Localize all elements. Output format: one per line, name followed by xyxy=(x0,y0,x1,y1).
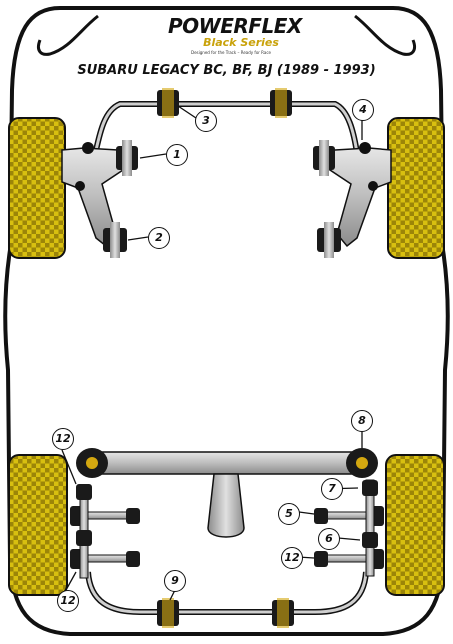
rear-subframe-center-mount xyxy=(207,473,245,538)
bonnet-curve-right xyxy=(354,14,417,56)
callout-7: 7 xyxy=(321,478,343,500)
front-right-droplink-top xyxy=(359,142,371,154)
bush-rear-arb-left xyxy=(157,598,179,628)
bonnet-curve-left xyxy=(36,14,99,56)
front-left-droplink-bottom xyxy=(75,181,85,191)
callout-12-rear-left-top: 12 xyxy=(52,428,74,450)
callout-5: 5 xyxy=(278,503,300,525)
callout-2: 2 xyxy=(148,227,170,249)
front-left-tyre xyxy=(8,117,66,259)
rear-anti-roll-bar-highlight xyxy=(86,571,368,614)
bush-front-arb-left xyxy=(157,88,179,118)
rear-right-trailing-link xyxy=(362,479,378,577)
bush-front-wishbone-front-left xyxy=(116,140,138,176)
callout-3: 3 xyxy=(195,110,217,132)
bush-front-wishbone-front-right xyxy=(313,140,335,176)
brand-tagline: Designed for the Track – Ready for Race xyxy=(191,50,271,55)
bush-front-wishbone-rear-left xyxy=(103,222,127,258)
bush-rear-subframe-right xyxy=(346,448,378,478)
callout-9: 9 xyxy=(164,570,186,592)
callout-8: 8 xyxy=(351,410,373,432)
rear-left-tyre xyxy=(8,454,68,596)
front-right-droplink-bottom xyxy=(368,181,378,191)
bush-front-wishbone-rear-right xyxy=(317,222,341,258)
callout-6: 6 xyxy=(318,528,340,550)
brand-logo: POWERFLEX xyxy=(168,14,302,38)
brand-series: Black Series xyxy=(203,36,279,49)
callout-4: 4 xyxy=(352,99,374,121)
callout-12-rear-left-bottom: 12 xyxy=(57,590,79,612)
rear-right-tyre xyxy=(385,454,445,596)
rear-subframe-beam xyxy=(91,451,363,475)
front-left-droplink-top xyxy=(82,142,94,154)
bush-rear-subframe-left xyxy=(76,448,108,478)
callout-12-rear-right: 12 xyxy=(281,547,303,569)
bush-rear-arb-right xyxy=(272,598,294,628)
callout-1: 1 xyxy=(166,144,188,166)
front-right-tyre xyxy=(387,117,445,259)
model-title: SUBARU LEGACY BC, BF, BJ (1989 - 1993) xyxy=(77,63,376,78)
rear-anti-roll-bar xyxy=(85,571,369,615)
front-anti-roll-bar-highlight xyxy=(92,102,360,161)
bush-front-arb-right xyxy=(270,88,292,118)
rear-left-trailing-link xyxy=(76,484,92,579)
